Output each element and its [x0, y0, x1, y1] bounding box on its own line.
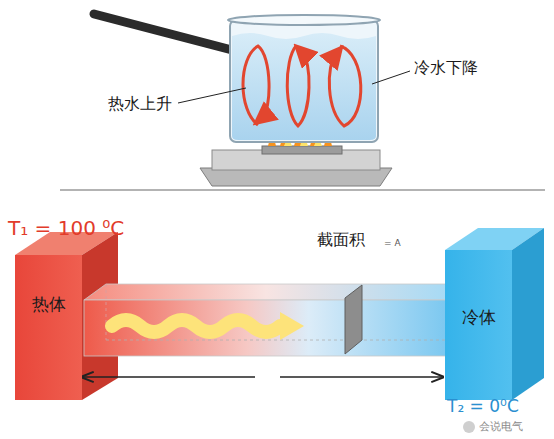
temperature-label: T₁ = 100 ⁰C — [8, 216, 124, 240]
node-label: 冷体 — [462, 306, 496, 329]
node-label: 热体 — [32, 293, 66, 316]
cross-section: 截面积 — [305, 230, 377, 358]
watermark-icon — [463, 421, 475, 433]
temperature-label: T₂ = 0⁰C — [447, 396, 519, 416]
dimension-arrow — [82, 376, 255, 377]
watermark: 会说电气 — [479, 419, 523, 434]
stove — [200, 146, 392, 186]
rod — [84, 284, 448, 356]
table-line — [60, 189, 545, 191]
heat-flow-arrow — [112, 312, 304, 340]
area-symbol: = A — [384, 238, 401, 248]
hot-body-box: 热体 — [15, 255, 82, 400]
cross-section-plate — [305, 230, 377, 358]
leader-line — [372, 71, 410, 84]
callout-label: 热水上升 — [108, 94, 172, 115]
cold-block — [445, 228, 544, 400]
convection-arrow — [243, 46, 361, 126]
dimension-arrow — [280, 376, 443, 377]
cold-body-box: 冷体 — [445, 250, 512, 400]
pot-handle — [94, 14, 232, 50]
pot — [228, 15, 380, 142]
callout-label: 冷水下降 — [414, 58, 478, 79]
leader-line — [178, 88, 246, 103]
node-label: 截面积 — [317, 230, 365, 251]
